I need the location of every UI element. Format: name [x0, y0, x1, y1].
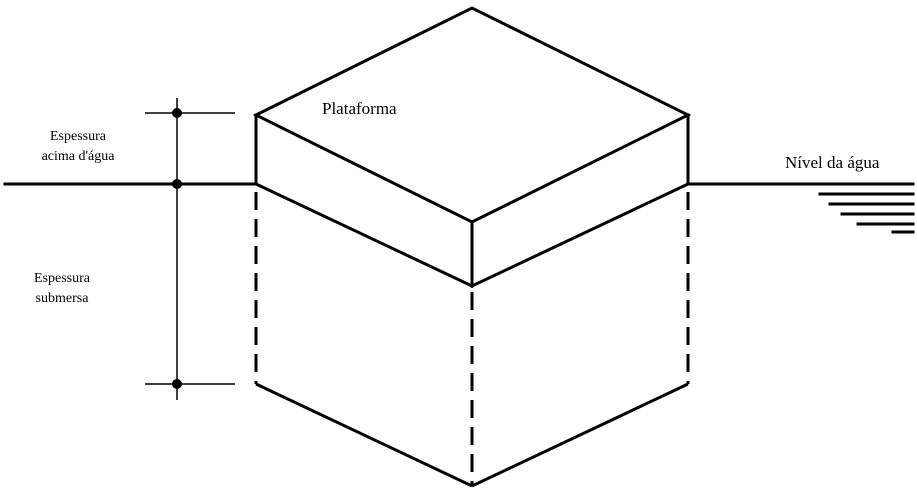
waterline-right-face [470, 182, 690, 288]
thickness-above-line2: acima d'água [41, 149, 115, 164]
thickness-dimension [145, 98, 235, 400]
waterline-left-face [254, 182, 474, 288]
thickness-above-line1: Espessura [50, 129, 106, 144]
submerged-bottom-right-edge [471, 382, 689, 488]
thickness-above-water-label: Espessura acima d'água [20, 127, 136, 167]
platform-top-face [252, 6, 692, 224]
submerged-platform [254, 192, 690, 486]
thickness-submerged-line1: Espessura [34, 271, 90, 286]
platform-label: Plataforma [322, 99, 397, 118]
water-level-label: Nível da água [785, 153, 880, 172]
dimension-point-top [172, 108, 182, 118]
water-level-symbol [818, 192, 915, 234]
thickness-submerged-label: Espessura submersa [12, 269, 112, 309]
dimension-point-bottom [172, 379, 182, 389]
thickness-submerged-line2: submersa [35, 291, 89, 306]
dimension-point-water [172, 179, 182, 189]
submerged-bottom-left-edge [255, 382, 473, 488]
